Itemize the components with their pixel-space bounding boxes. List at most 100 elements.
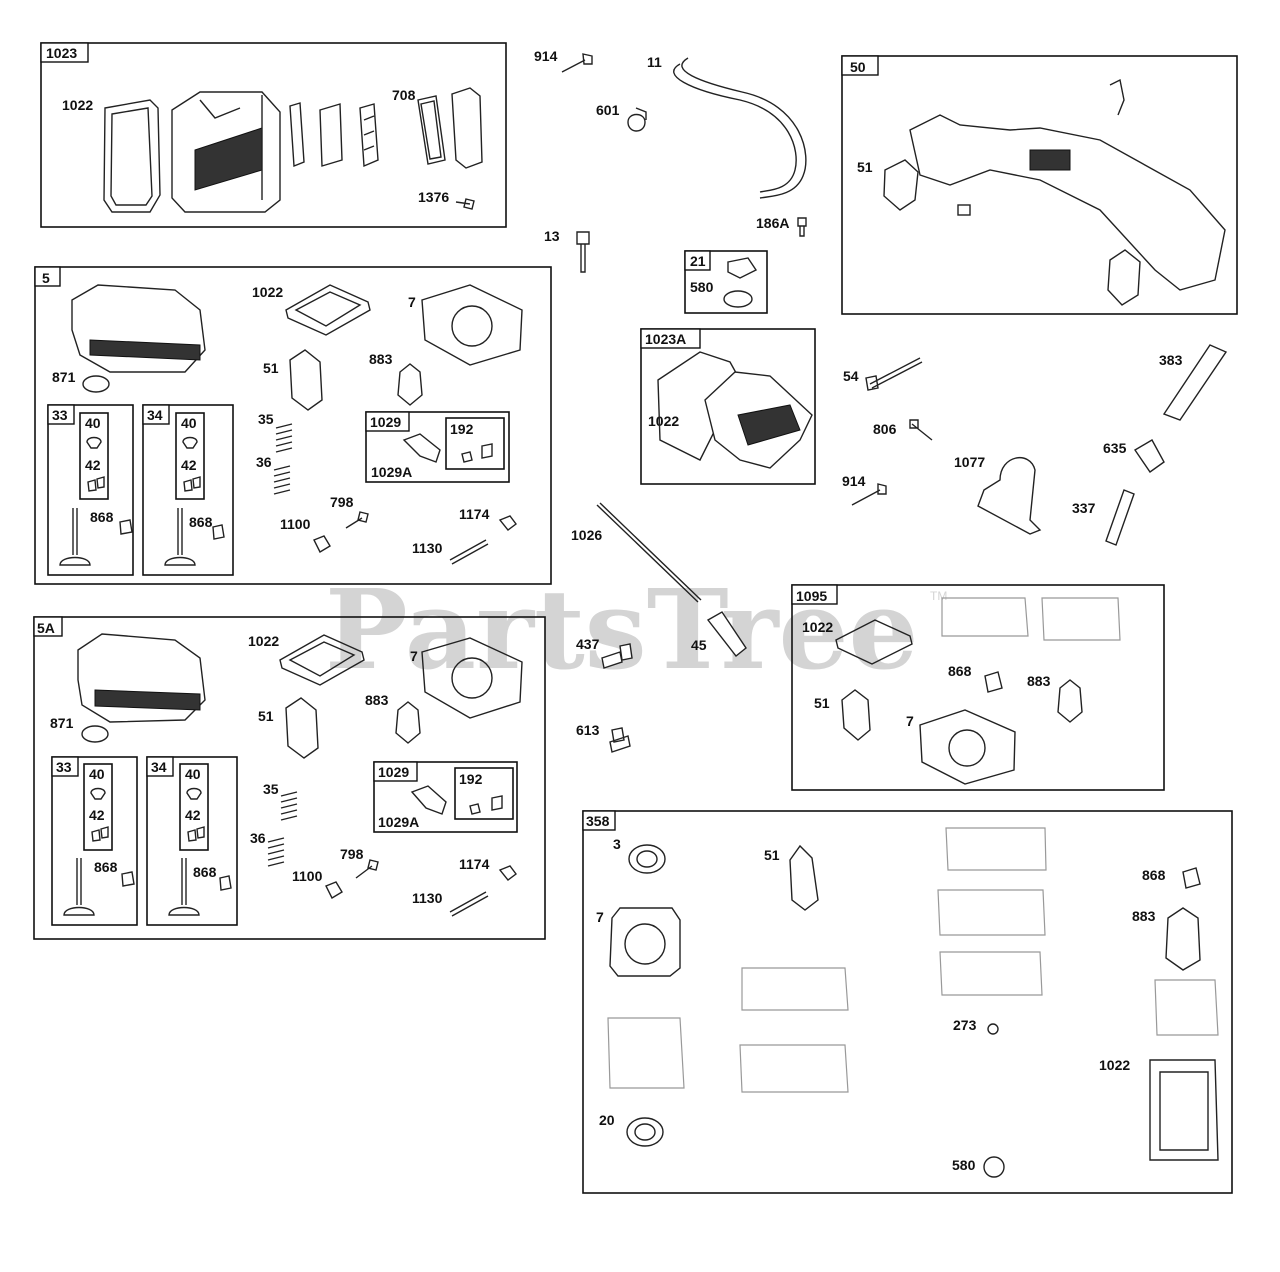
valve-cover-gasket[interactable] bbox=[103, 99, 161, 213]
bolt-798-5[interactable] bbox=[345, 511, 369, 529]
part-868-label-33-5[interactable]: 868 bbox=[90, 509, 114, 525]
seal-868-34-5a[interactable] bbox=[219, 875, 232, 891]
gasket-51-358[interactable] bbox=[789, 844, 819, 911]
part-1029a-label-5[interactable]: 1029A bbox=[371, 464, 412, 480]
o-ring-580-358[interactable] bbox=[983, 1156, 1005, 1178]
part-35-label-5[interactable]: 35 bbox=[258, 411, 274, 427]
part-36-label-5a[interactable]: 36 bbox=[250, 830, 266, 846]
push-rod-1026[interactable] bbox=[596, 502, 702, 603]
part-871-label-5a[interactable]: 871 bbox=[50, 715, 74, 731]
part-868-label-34-5a[interactable]: 868 bbox=[193, 864, 217, 880]
gasket-1022-1095[interactable] bbox=[835, 619, 913, 665]
nut-1100-5[interactable] bbox=[313, 535, 331, 553]
valve-34-5a[interactable] bbox=[168, 858, 200, 916]
breather-element[interactable] bbox=[359, 103, 379, 168]
valve-34-5[interactable] bbox=[164, 508, 196, 566]
gasket-883-1095[interactable] bbox=[1057, 679, 1083, 723]
part-883-label-5a[interactable]: 883 bbox=[365, 692, 389, 708]
stud-1130-5a[interactable] bbox=[449, 891, 489, 917]
part-613-label[interactable]: 613 bbox=[576, 722, 600, 738]
part-13-label[interactable]: 13 bbox=[544, 228, 560, 244]
bolt-613[interactable] bbox=[609, 727, 631, 753]
seal-868-33-5a[interactable] bbox=[121, 871, 135, 887]
part-580-label-21[interactable]: 580 bbox=[690, 279, 714, 295]
intake-manifold[interactable] bbox=[909, 114, 1226, 291]
part-868-label-34-5[interactable]: 868 bbox=[189, 514, 213, 530]
bolt-54[interactable] bbox=[865, 357, 923, 391]
part-601-label[interactable]: 601 bbox=[596, 102, 620, 118]
gasket-51-1095[interactable] bbox=[841, 689, 871, 741]
part-1022-label-1095[interactable]: 1022 bbox=[802, 619, 833, 635]
part-45-label[interactable]: 45 bbox=[691, 637, 707, 653]
nut-1100-5a[interactable] bbox=[325, 881, 343, 899]
part-11-label[interactable]: 11 bbox=[647, 54, 662, 70]
seal-868-33-5[interactable] bbox=[119, 519, 133, 535]
nut-1174-5[interactable] bbox=[498, 515, 517, 531]
group-5[interactable]: 5 871 33 40 42 868 34 40 42 868 1022 7 bbox=[34, 266, 552, 585]
part-1022-label[interactable]: 1022 bbox=[62, 97, 93, 113]
part-1022-label-1023a[interactable]: 1022 bbox=[648, 413, 679, 429]
group-50[interactable]: 50 51 bbox=[841, 55, 1238, 315]
part-868-label-358[interactable]: 868 bbox=[1142, 867, 1166, 883]
spark-plug-boot-635[interactable] bbox=[1134, 439, 1165, 473]
head-gasket-7-1095[interactable] bbox=[919, 709, 1016, 785]
part-1174-label-5[interactable]: 1174 bbox=[459, 506, 490, 522]
part-337-label[interactable]: 337 bbox=[1072, 500, 1096, 516]
tappet-45[interactable] bbox=[706, 611, 747, 657]
oil-seal-20[interactable] bbox=[626, 1117, 664, 1147]
gasket-883-358[interactable] bbox=[1165, 907, 1201, 971]
part-437-label[interactable]: 437 bbox=[576, 636, 600, 652]
bolt-806[interactable] bbox=[909, 419, 933, 441]
part-1174-label-5a[interactable]: 1174 bbox=[459, 856, 490, 872]
part-54-label[interactable]: 54 bbox=[843, 368, 859, 384]
fitting-186a[interactable] bbox=[797, 217, 807, 237]
part-7-label-358[interactable]: 7 bbox=[596, 909, 604, 925]
part-1026-label[interactable]: 1026 bbox=[571, 527, 602, 543]
part-273-label[interactable]: 273 bbox=[953, 1017, 977, 1033]
part-1029a-label-5a[interactable]: 1029A bbox=[378, 814, 419, 830]
group-1023a[interactable]: 1023A 1022 bbox=[640, 328, 816, 485]
gasket-51-5a[interactable] bbox=[285, 697, 319, 759]
part-1022-label-5a[interactable]: 1022 bbox=[248, 633, 279, 649]
part-36-label-5[interactable]: 36 bbox=[256, 454, 272, 470]
part-580-label-358[interactable]: 580 bbox=[952, 1157, 976, 1173]
nut-1174-5a[interactable] bbox=[498, 865, 517, 881]
bracket-1077[interactable] bbox=[977, 457, 1042, 535]
part-51-label-5[interactable]: 51 bbox=[263, 360, 279, 376]
intake-gasket-51-a[interactable] bbox=[883, 159, 919, 211]
fitting-50[interactable] bbox=[957, 204, 971, 216]
gasket-51-5[interactable] bbox=[289, 349, 323, 411]
valve-spring-36-5[interactable] bbox=[273, 465, 291, 495]
part-914-right-label[interactable]: 914 bbox=[842, 473, 866, 489]
gasket-871-5[interactable] bbox=[82, 375, 110, 393]
stud-1130-5[interactable] bbox=[449, 539, 489, 565]
part-1376-label[interactable]: 1376 bbox=[418, 189, 449, 205]
part-1100-label-5[interactable]: 1100 bbox=[280, 516, 311, 532]
valve-spring-36-5a[interactable] bbox=[267, 837, 285, 867]
part-871-label-5[interactable]: 871 bbox=[52, 369, 76, 385]
part-7-label-5a[interactable]: 7 bbox=[410, 648, 418, 664]
intake-gasket-51-b[interactable] bbox=[1107, 249, 1141, 306]
part-914-top-label[interactable]: 914 bbox=[534, 48, 558, 64]
part-798-label-5[interactable]: 798 bbox=[330, 494, 354, 510]
part-1077-label[interactable]: 1077 bbox=[954, 454, 985, 470]
ignition-module-383[interactable] bbox=[1162, 344, 1228, 421]
bolt-798-5a[interactable] bbox=[355, 859, 379, 879]
seal-868-34-5[interactable] bbox=[212, 524, 225, 540]
group-358[interactable]: 358 3 7 51 868 883 273 1022 20 580 bbox=[582, 810, 1233, 1194]
spark-plug-337[interactable] bbox=[1105, 489, 1135, 546]
gasket-1022-5[interactable] bbox=[285, 284, 371, 336]
group-1023[interactable]: 1023 1022 708 1376 bbox=[40, 42, 507, 228]
head-gasket-7-5[interactable] bbox=[421, 284, 523, 366]
part-883-label-1095[interactable]: 883 bbox=[1027, 673, 1051, 689]
part-798-label-5a[interactable]: 798 bbox=[340, 846, 364, 862]
part-51-label-1095[interactable]: 51 bbox=[814, 695, 830, 711]
part-3-label[interactable]: 3 bbox=[613, 836, 621, 852]
part-383-label[interactable]: 383 bbox=[1159, 352, 1183, 368]
part-868-label-1095[interactable]: 868 bbox=[948, 663, 972, 679]
bolt-13[interactable] bbox=[576, 231, 590, 273]
breather-baffle[interactable] bbox=[319, 103, 343, 167]
part-1100-label-5a[interactable]: 1100 bbox=[292, 868, 323, 884]
part-635-label[interactable]: 635 bbox=[1103, 440, 1127, 456]
gasket-1022-358[interactable] bbox=[1149, 1059, 1219, 1161]
